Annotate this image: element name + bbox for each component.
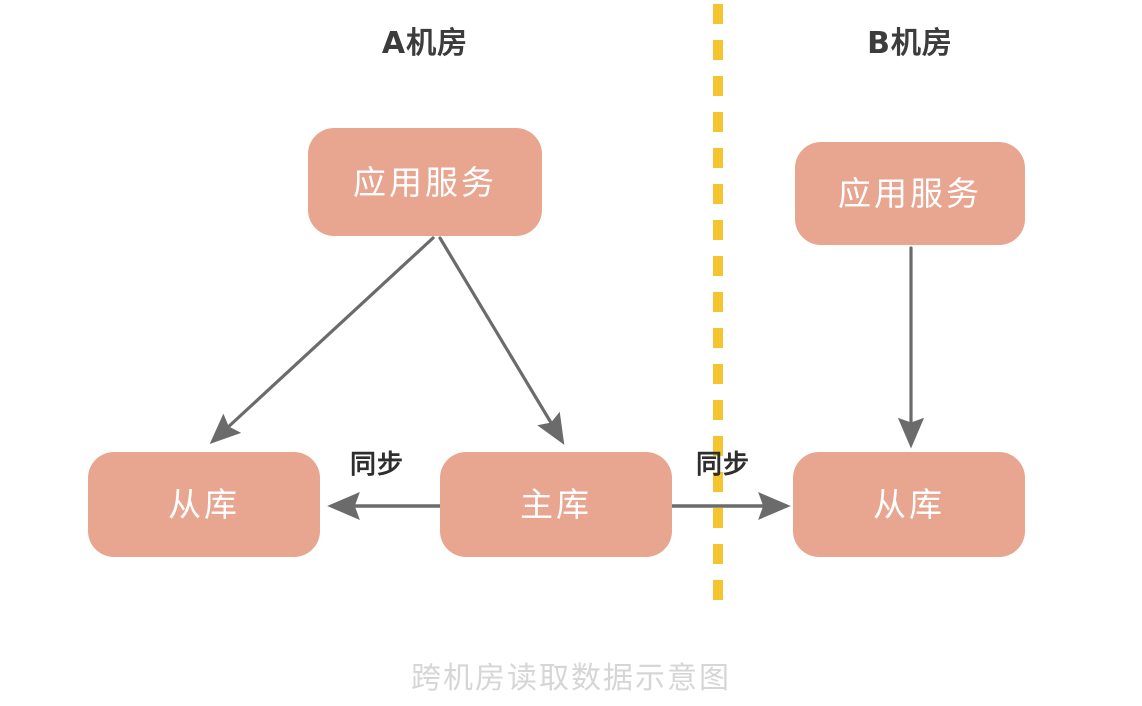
- datacenter-divider: [713, 4, 723, 616]
- node-master-a-label: 主库: [520, 485, 592, 524]
- edge-app-a-to-master-a: [438, 236, 565, 445]
- node-master-a[interactable]: 主库: [440, 452, 672, 557]
- node-app-a[interactable]: 应用服务: [308, 128, 542, 236]
- node-app-a-label: 应用服务: [353, 162, 497, 202]
- node-app-b-label: 应用服务: [838, 174, 982, 213]
- node-slave-a-label: 从库: [168, 485, 240, 524]
- node-slave-b[interactable]: 从库: [793, 452, 1025, 557]
- zone-title-a: A机房: [381, 26, 469, 61]
- edge-label-sync-intra: 同步: [349, 450, 404, 480]
- diagram-caption: 跨机房读取数据示意图: [411, 661, 731, 696]
- edge-app-a-to-slave-a: [209, 236, 435, 445]
- edge-label-sync-cross: 同步: [695, 450, 750, 480]
- node-slave-a[interactable]: 从库: [88, 452, 320, 557]
- node-slave-b-label: 从库: [873, 485, 945, 524]
- zone-title-b: B机房: [867, 26, 953, 61]
- node-app-b[interactable]: 应用服务: [795, 142, 1025, 245]
